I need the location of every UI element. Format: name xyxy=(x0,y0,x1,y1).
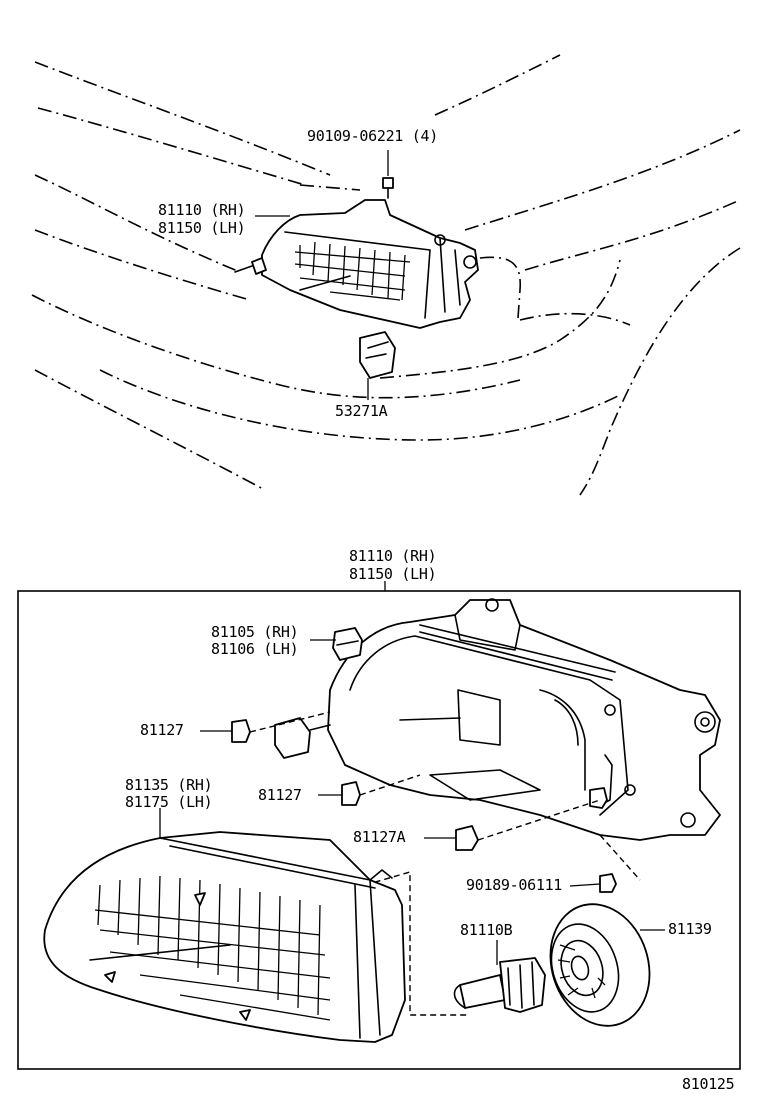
label-bolt-90109: 90109-06221 (4) xyxy=(307,127,438,145)
label-lens-rh: 81135 (RH) xyxy=(125,776,213,794)
label-headlamp-lh-top: 81150 (LH) xyxy=(158,219,246,237)
label-retainer-81127-a: 81127 xyxy=(140,721,184,739)
diagram-code: 810125 xyxy=(682,1075,735,1093)
vehicle-body-outline xyxy=(31,54,741,496)
label-housing-lh: 81106 (LH) xyxy=(211,640,299,658)
label-retainer-81127-b: 81127 xyxy=(258,786,302,804)
exploded-view-frame xyxy=(17,590,741,1070)
headlamp-bulb xyxy=(453,957,546,1013)
label-socket-cover-81139: 81139 xyxy=(668,920,712,938)
alignment-lines xyxy=(249,711,641,1016)
label-headlamp-rh-top: 81110 (RH) xyxy=(158,201,246,219)
headlamp-housing xyxy=(327,598,721,841)
label-lens-lh: 81175 (LH) xyxy=(125,793,213,811)
label-assembly-lh: 81150 (LH) xyxy=(349,565,437,583)
label-assembly-rh: 81110 (RH) xyxy=(349,547,437,565)
exploded-leader-lines xyxy=(159,639,665,965)
label-screw-90189: 90189-06111 xyxy=(466,876,563,894)
label-housing-rh: 81105 (RH) xyxy=(211,623,299,641)
label-retainer-81127a: 81127A xyxy=(353,828,406,846)
socket-cover xyxy=(549,903,651,1027)
label-bracket-53271a: 53271A xyxy=(335,402,388,420)
housing-bracket xyxy=(274,627,363,759)
retainer-clips xyxy=(231,719,617,893)
installed-headlamp xyxy=(234,177,479,379)
headlamp-lens xyxy=(43,831,406,1043)
label-bulb-81110b: 81110B xyxy=(460,921,513,939)
top-leader-lines xyxy=(255,150,389,400)
